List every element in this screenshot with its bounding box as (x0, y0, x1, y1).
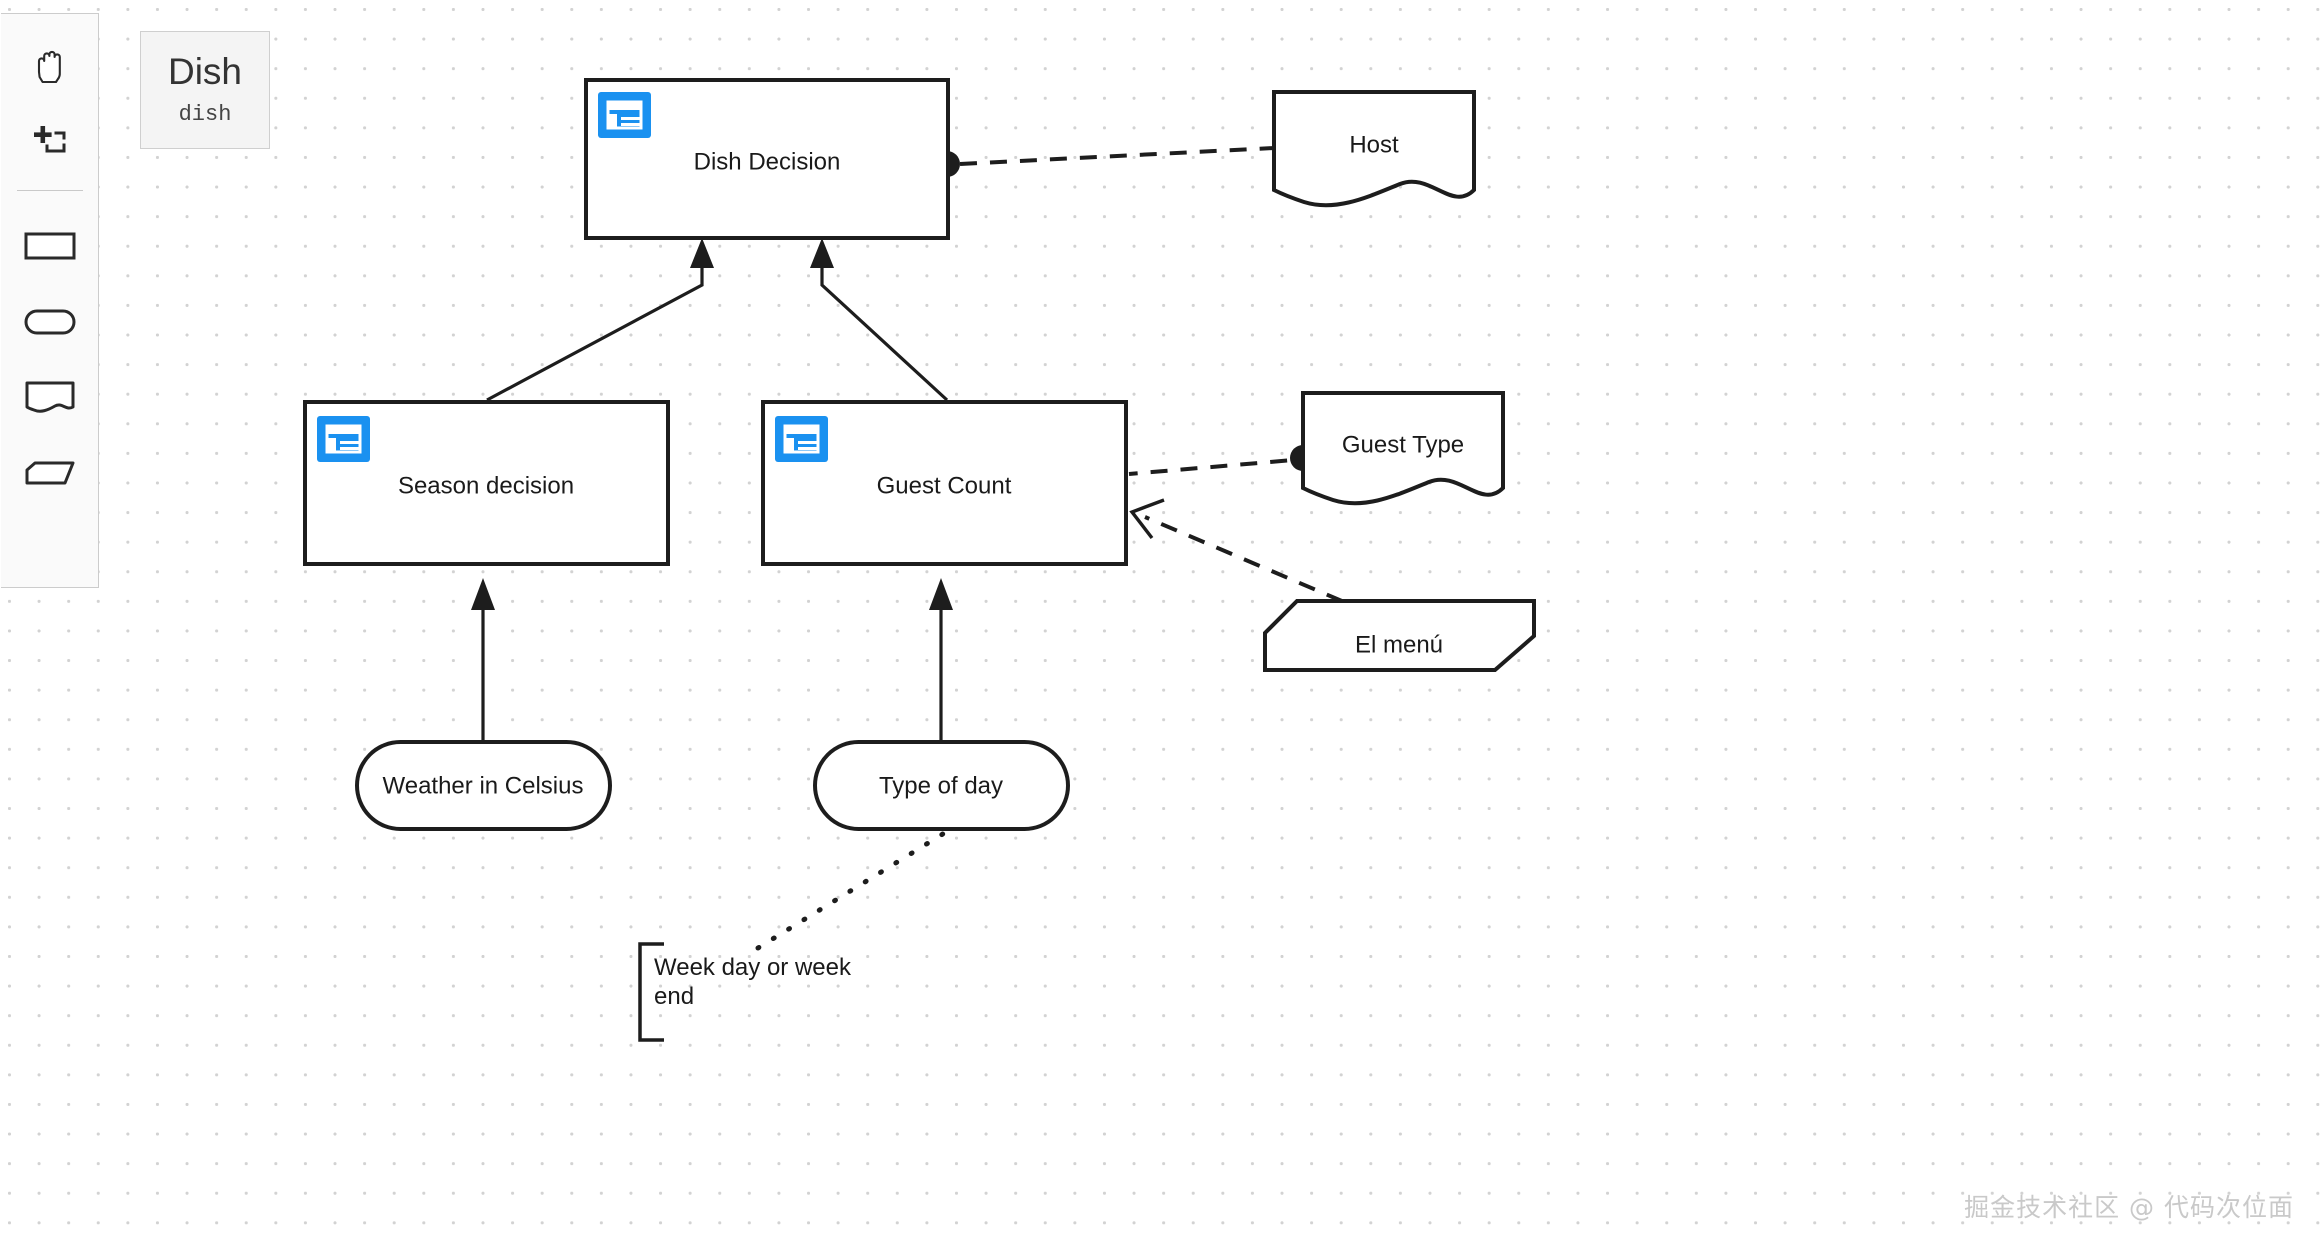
lasso-icon (33, 126, 65, 153)
node-label: Guest Type (1342, 431, 1464, 458)
element-palette[interactable] (1, 13, 99, 588)
decision-table-badge-icon[interactable] (775, 416, 828, 462)
node-guest-type[interactable]: Guest Type (1301, 391, 1505, 506)
node-guest-count[interactable]: Guest Count (761, 400, 1128, 566)
node-type-of-day[interactable]: Type of day (813, 740, 1070, 831)
business-knowledge-model-icon (25, 461, 74, 485)
lasso-tool-button[interactable] (12, 104, 88, 180)
node-week-annotation[interactable]: Week day or week end (638, 942, 852, 1042)
edge-typeofday-to-guestcount[interactable] (929, 578, 953, 740)
create-input-data-button[interactable] (12, 283, 88, 359)
edge-host-to-dish[interactable] (934, 146, 1275, 177)
create-decision-button[interactable] (12, 207, 88, 283)
node-label: Type of day (879, 772, 1003, 799)
node-label: El menú (1355, 631, 1443, 658)
node-el-menu[interactable]: El menú (1263, 599, 1536, 672)
node-label: Host (1349, 131, 1399, 158)
node-label: Dish Decision (694, 148, 841, 175)
hand-tool-button[interactable] (12, 28, 88, 104)
node-weather-in-celsius[interactable]: Weather in Celsius (355, 740, 612, 831)
decision-rect-icon (24, 232, 75, 260)
node-season-decision[interactable]: Season decision (303, 400, 670, 566)
definition-id: dish (178, 101, 232, 127)
edge-season-to-dish[interactable] (486, 238, 714, 402)
node-label: Weather in Celsius (383, 772, 584, 799)
node-host[interactable]: Host (1272, 90, 1476, 208)
create-knowledge-source-button[interactable] (12, 359, 88, 435)
definition-name: Dish (167, 51, 243, 93)
edge-layer (471, 146, 1371, 951)
node-label: Guest Count (877, 472, 1012, 499)
edge-guesttype-to-guestcount[interactable] (1128, 445, 1318, 476)
watermark: 掘金技术社区 @ 代码次位面 (1964, 1193, 2294, 1222)
definition-name-panel[interactable]: Dish dish (140, 31, 270, 149)
node-dish-decision[interactable]: Dish Decision (584, 78, 950, 240)
decision-table-badge-icon[interactable] (317, 416, 370, 462)
edge-guestcount-to-dish[interactable] (810, 238, 949, 402)
edge-weather-to-season[interactable] (471, 578, 495, 740)
decision-table-badge-icon[interactable] (598, 92, 651, 138)
create-business-knowledge-model-button[interactable] (12, 435, 88, 511)
hand-icon (37, 50, 61, 84)
input-data-pill-icon (24, 309, 75, 335)
annotation-line-1: Week day or week (654, 954, 852, 981)
edge-annotation-to-typeofday[interactable] (755, 829, 949, 951)
annotation-line-2: end (654, 983, 694, 1010)
node-label: Season decision (398, 472, 574, 499)
knowledge-source-icon (25, 381, 74, 413)
palette-divider (16, 190, 83, 191)
edge-elmenu-to-guestcount[interactable] (1129, 498, 1371, 615)
